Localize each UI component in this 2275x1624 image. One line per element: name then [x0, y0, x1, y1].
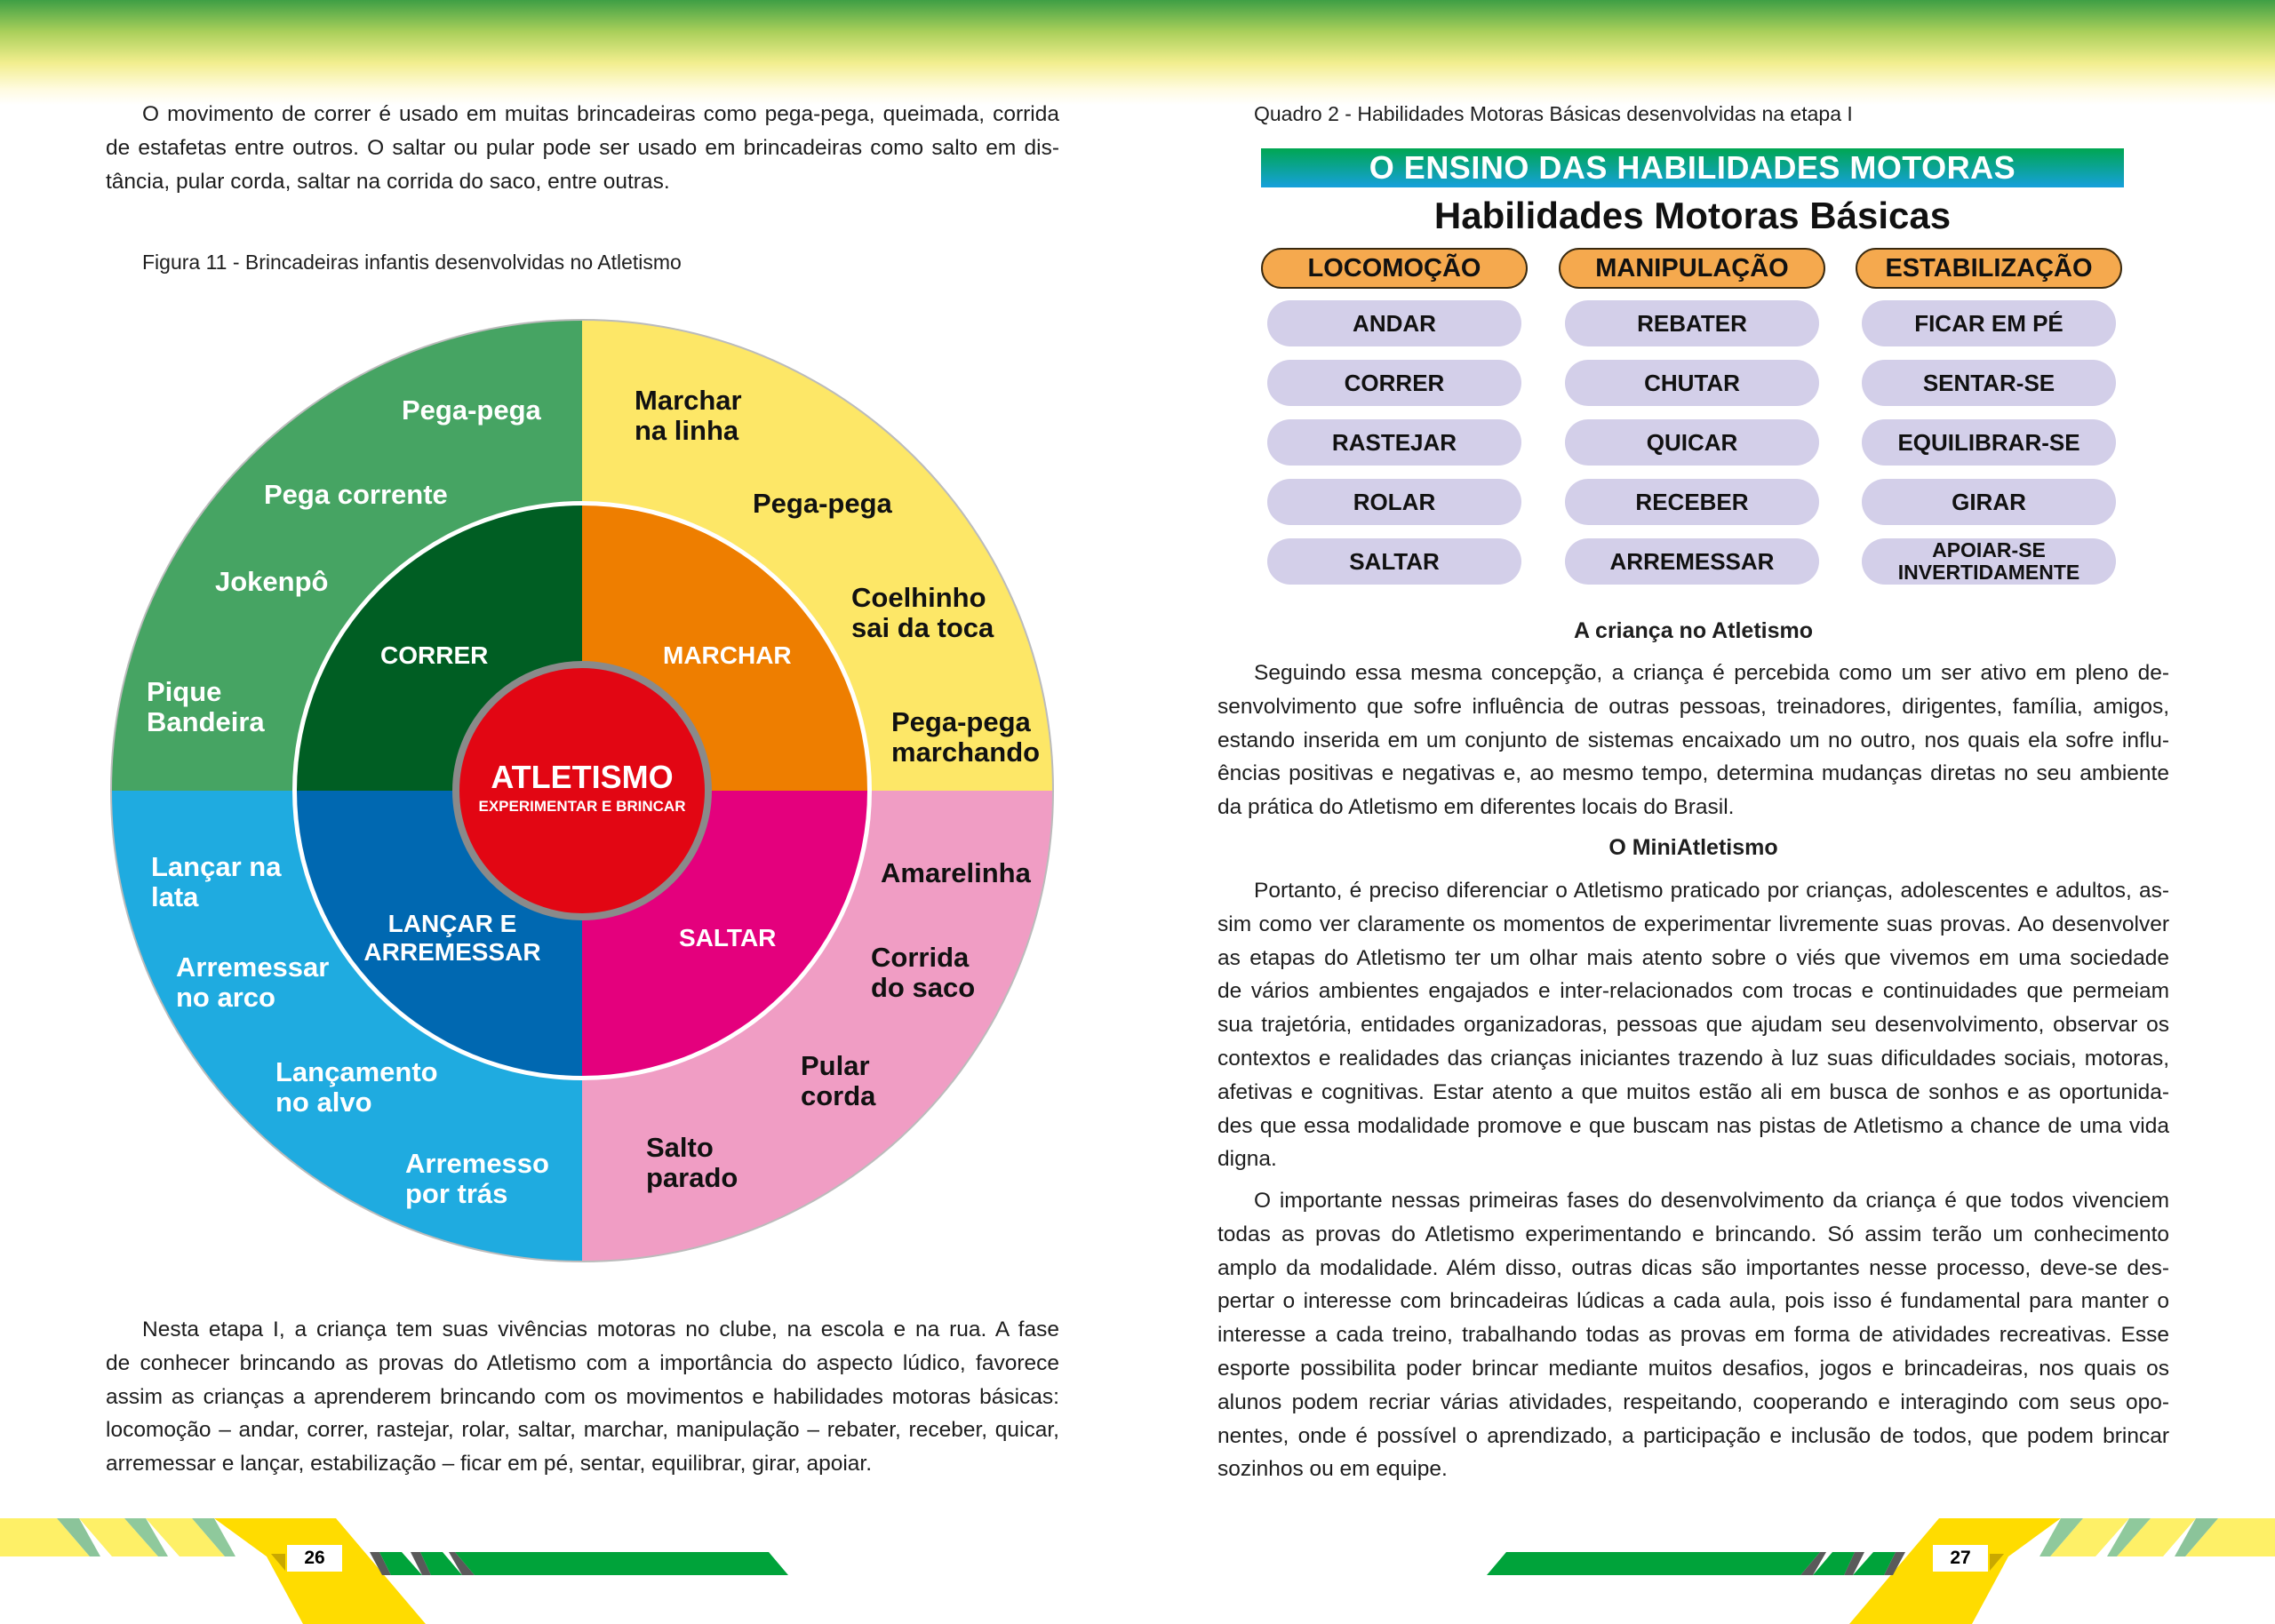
page-number-left: 26 — [287, 1545, 342, 1572]
right-paragraph-3: O importante nessas primeiras fases do d… — [1217, 1184, 2169, 1486]
text-line: contextos e realidades das crianças inic… — [1217, 1046, 2169, 1071]
text-line: assim as crianças a aprenderem brincando… — [106, 1384, 1059, 1409]
skill-pill: ROLAR — [1267, 479, 1521, 525]
text-line: amplo da modalidade. Além disso, outras … — [1217, 1255, 2169, 1280]
text-line: Nesta etapa I, a criança tem suas vivênc… — [142, 1318, 1059, 1341]
text-line: arremessar e lançar, estabilização – fic… — [106, 1452, 873, 1477]
skill-pill: RECEBER — [1565, 479, 1819, 525]
label-pular-corda: Pular corda — [801, 1050, 876, 1111]
label-arremessar-no-arco: Arremessar no arco — [176, 951, 330, 1013]
figure-caption: Figura 11 - Brincadeiras infantis desenv… — [142, 251, 682, 274]
text-line: sim como ver claramente os momentos de e… — [1217, 912, 2169, 936]
header-gradient-band — [0, 0, 2275, 105]
label-arremesso-por-tras: Arremesso por trás — [405, 1148, 549, 1209]
text-line: de estafetas entre outros. O saltar ou p… — [106, 135, 1059, 160]
text-line: esporte possibilita poder brincar median… — [1217, 1356, 2169, 1381]
skill-pill: FICAR EM PÉ — [1862, 300, 2116, 346]
skill-pill: GIRAR — [1862, 479, 2116, 525]
text-line: da prática do Atletismo em diferentes lo… — [1217, 795, 1735, 820]
column-header: LOCOMOÇÃO — [1261, 248, 1528, 289]
skill-pill: CORRER — [1267, 360, 1521, 406]
label-pique-bandeira: Pique Bandeira — [147, 676, 265, 737]
skill-pill: ARREMESSAR — [1565, 538, 1819, 585]
text-line: O importante nessas primeiras fases do d… — [1254, 1189, 2169, 1213]
inner-label-correr: CORRER — [380, 641, 489, 669]
text-line: alunos podem recriar várias atividades, … — [1217, 1389, 2169, 1414]
label-amarelinha: Amarelinha — [881, 857, 1031, 888]
text-line: senvolvimento que sofre influência de ou… — [1217, 694, 2169, 719]
section-heading-crianca: A criança no Atletismo — [1573, 618, 1814, 643]
athletics-wheel-diagram — [109, 318, 1055, 1263]
label-pega-pega-marchando: Pega-pega marchando — [891, 706, 1041, 768]
label-pega-corrente: Pega corrente — [264, 479, 448, 510]
label-marchar-na-linha: Marchar na linha — [635, 385, 742, 446]
text-line: sua trajetória, entidades organizadoras,… — [1217, 1013, 2169, 1038]
table-banner: O ENSINO DAS HABILIDADES MOTORAS — [1261, 148, 2124, 187]
label-corrida-do-saco: Corrida do saco — [871, 942, 976, 1003]
skill-pill: APOIAR-SE INVERTIDAMENTE — [1862, 538, 2116, 585]
text-line: interesse a cada treino, trabalhando tod… — [1217, 1323, 2169, 1348]
page-number-right: 27 — [1933, 1545, 1988, 1572]
skill-pill: EQUILIBRAR-SE — [1862, 419, 2116, 466]
label-lancamento-no-alvo: Lançamento no alvo — [275, 1056, 438, 1118]
table-title: Habilidades Motoras Básicas — [1433, 195, 1952, 236]
left-paragraph-1: O movimento de correr é usado em muitas … — [106, 98, 1059, 198]
text-line: digna. — [1217, 1147, 1277, 1172]
table-caption: Quadro 2 - Habilidades Motoras Básicas d… — [1254, 102, 1853, 125]
text-line: de vários ambientes engajados e inter-re… — [1217, 979, 2169, 1004]
label-salto-parado: Salto parado — [646, 1132, 738, 1193]
left-paragraph-2: Nesta etapa I, a criança tem suas vivênc… — [106, 1313, 1059, 1481]
center-circle — [452, 661, 712, 920]
text-line: estando inserida em um conjunto de siste… — [1217, 728, 2169, 752]
text-line: ências positivas e negativas e, ao mesmo… — [1217, 761, 2169, 786]
inner-label-marchar: MARCHAR — [663, 641, 792, 669]
text-line: locomoção – andar, correr, rastejar, rol… — [106, 1418, 1059, 1443]
text-line: Seguindo essa mesma concepção, a criança… — [1254, 661, 2169, 685]
center-title: ATLETISMO — [491, 759, 674, 795]
text-line: tância, pular corda, saltar na corrida d… — [106, 169, 670, 194]
center-subtitle: EXPERIMENTAR E BRINCAR — [478, 798, 686, 815]
label-coelhinho: Coelhinho sai da toca — [851, 582, 994, 643]
inner-label-saltar: SALTAR — [679, 924, 777, 951]
label-pega-pega-2: Pega-pega — [753, 488, 892, 519]
column-header: MANIPULAÇÃO — [1559, 248, 1825, 289]
text-line: Portanto, é preciso diferenciar o Atleti… — [1254, 879, 2169, 903]
label-lancar-na-lata: Lançar na lata — [151, 851, 282, 912]
right-paragraph-2: Portanto, é preciso diferenciar o Atleti… — [1217, 874, 2169, 1176]
inner-label-lancar: LANÇAR E ARREMESSAR — [363, 910, 541, 966]
label-pega-pega: Pega-pega — [402, 394, 541, 426]
right-paragraph-1: Seguindo essa mesma concepção, a criança… — [1217, 657, 2169, 824]
section-heading-miniatletismo: O MiniAtletismo — [1608, 835, 1778, 860]
text-line: nentes, onde é possível o aprendizado, a… — [1217, 1423, 2169, 1448]
skill-pill: RASTEJAR — [1267, 419, 1521, 466]
skill-pill: QUICAR — [1565, 419, 1819, 466]
text-line: as etapas do Atletismo ter um olhar mais… — [1217, 945, 2169, 970]
column-header: ESTABILIZAÇÃO — [1856, 248, 2122, 289]
text-line: de conhecer brincando as provas do Atlet… — [106, 1350, 1059, 1375]
footer-decoration — [0, 1518, 2275, 1624]
skill-pill: SALTAR — [1267, 538, 1521, 585]
text-line: todas as provas do Atletismo experimenta… — [1217, 1222, 2169, 1246]
skill-pill: REBATER — [1565, 300, 1819, 346]
skill-pill: CHUTAR — [1565, 360, 1819, 406]
text-line: pertar o interesse com brincadeiras lúdi… — [1217, 1289, 2169, 1314]
text-line: sozinhos ou em equipe. — [1217, 1457, 1448, 1482]
text-line: des que essa modalidade promove e que bu… — [1217, 1113, 2169, 1138]
label-jokenpo: Jokenpô — [215, 566, 329, 597]
skill-pill: SENTAR-SE — [1862, 360, 2116, 406]
skill-pill: ANDAR — [1267, 300, 1521, 346]
text-line: O movimento de correr é usado em muitas … — [142, 102, 1059, 126]
text-line: afetivas e cognitivas. Estar atento a qu… — [1217, 1079, 2169, 1104]
